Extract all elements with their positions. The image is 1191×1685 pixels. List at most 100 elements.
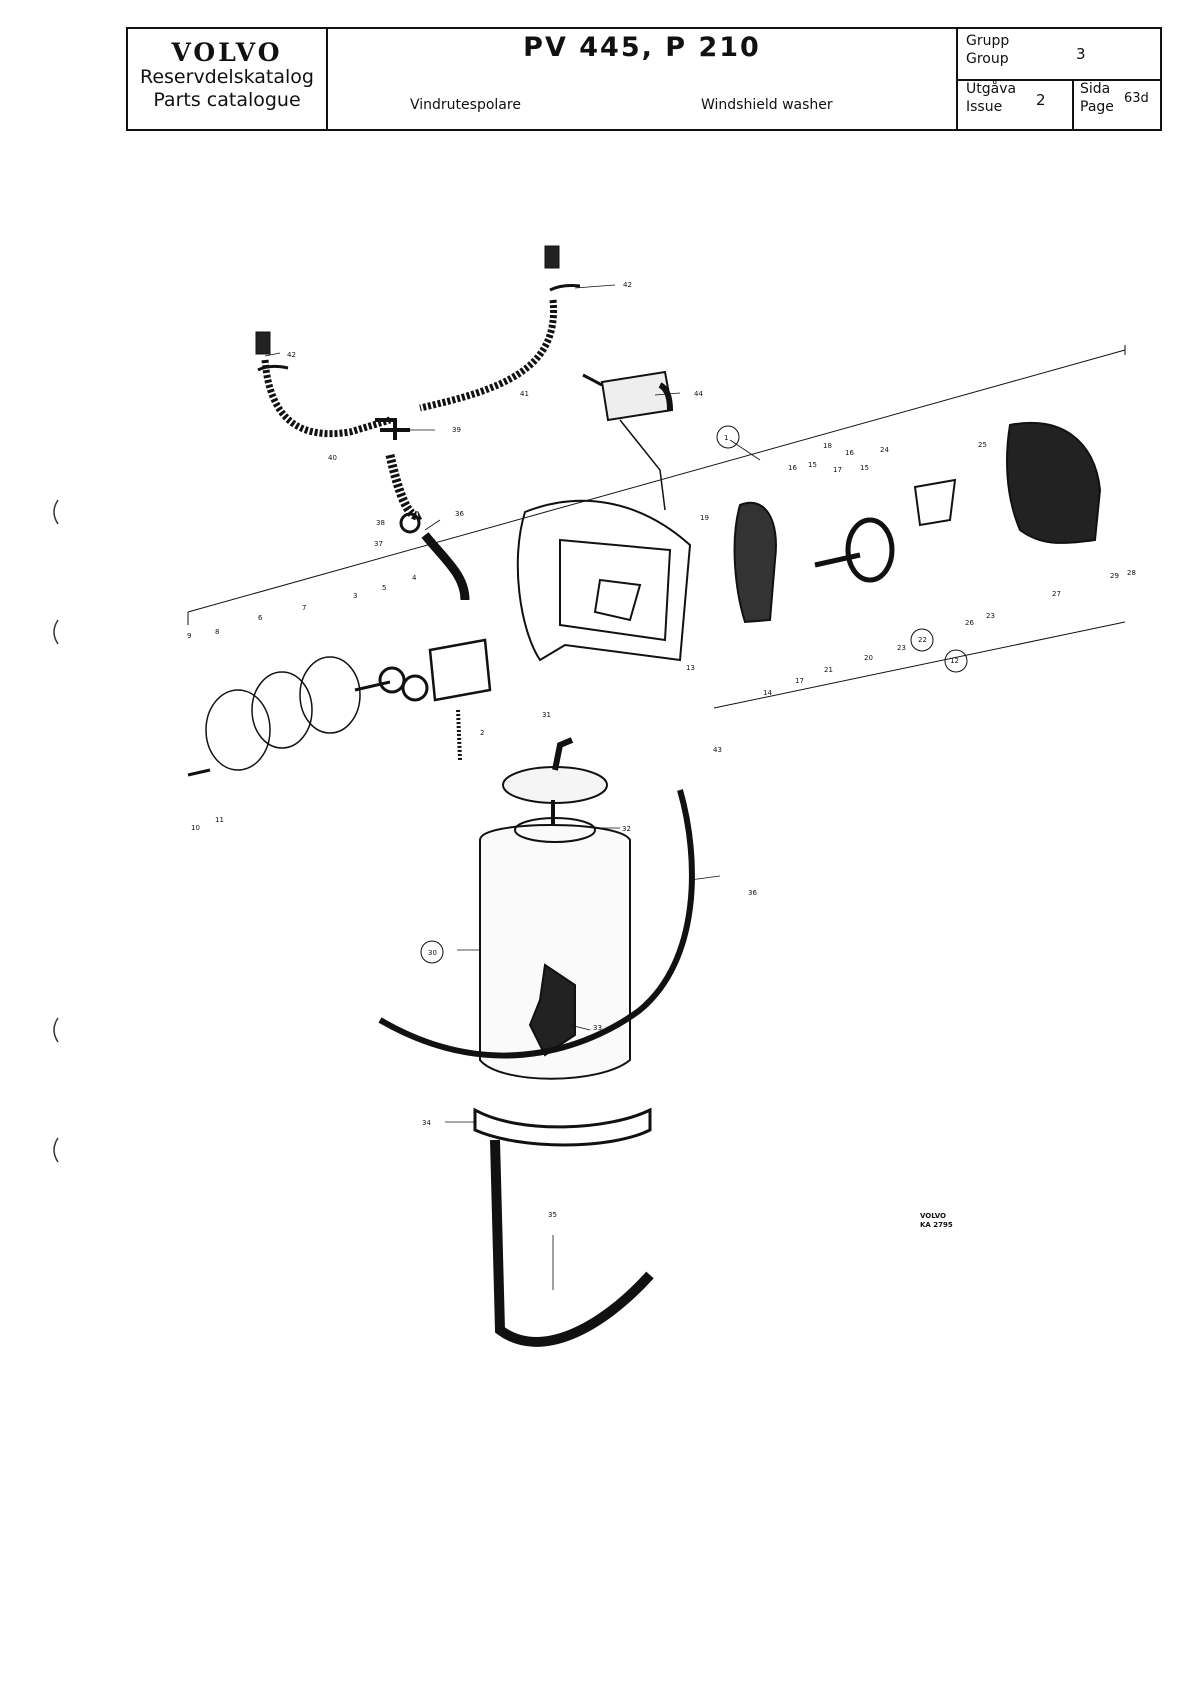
page-label-en: Page xyxy=(1080,99,1114,115)
callout-41: 41 xyxy=(520,390,529,398)
callout-11: 11 xyxy=(215,816,224,824)
hose-36-lower xyxy=(421,532,470,601)
assembly-outline xyxy=(187,345,1126,709)
callout-5: 5 xyxy=(382,584,386,592)
volvo-logo: VOLVO xyxy=(171,38,283,67)
callout-7: 7 xyxy=(302,604,306,612)
callout-32: 32 xyxy=(622,825,631,833)
callout-16a: 16 xyxy=(788,464,797,472)
screw-3 xyxy=(354,680,391,692)
motor-housing-27 xyxy=(1006,421,1102,544)
bottle-neck xyxy=(514,817,596,843)
gear-5 xyxy=(378,666,406,694)
gasket-6 xyxy=(251,671,313,749)
callout-29: 29 xyxy=(1110,572,1119,580)
hose-nozzle-group xyxy=(255,245,581,601)
callout-17b: 17 xyxy=(795,677,804,685)
brush-holder-12 xyxy=(913,478,957,527)
callout-22: 22 xyxy=(918,636,927,644)
callout-20: 20 xyxy=(864,654,873,662)
callout-18: 18 xyxy=(823,442,832,450)
callout-42a: 42 xyxy=(287,351,296,359)
issue-page-divider xyxy=(1072,79,1074,129)
screw-10 xyxy=(187,768,211,777)
motor-parts xyxy=(733,421,1102,624)
catalog-title-sv: Reservdelskatalog xyxy=(140,66,314,88)
callout-42b: 42 xyxy=(623,281,632,289)
callout-39: 39 xyxy=(452,426,461,434)
catalog-title-en: Parts catalogue xyxy=(153,89,301,111)
callout-4: 4 xyxy=(412,574,417,582)
issue-label-sv: Utgåva xyxy=(966,81,1017,97)
callout-36a: 36 xyxy=(455,510,464,518)
callout-30: 30 xyxy=(428,949,437,957)
cap-31 xyxy=(502,766,608,804)
reservoir-30 xyxy=(378,737,695,1347)
group-label-sv: Grupp xyxy=(966,33,1010,49)
group-value: 3 xyxy=(1076,45,1086,63)
callout-17a: 17 xyxy=(833,466,842,474)
callout-31: 31 xyxy=(542,711,551,719)
field-coil-20 xyxy=(845,517,895,583)
callout-14: 14 xyxy=(763,689,772,697)
callout-35: 35 xyxy=(548,1211,557,1219)
nozzle-left xyxy=(255,331,271,355)
callout-36b: 36 xyxy=(748,889,757,897)
strap-34 xyxy=(473,1107,652,1147)
callout-6: 6 xyxy=(258,614,263,622)
callout-38: 38 xyxy=(376,519,385,527)
callout-13: 13 xyxy=(686,664,695,672)
grommet-38 xyxy=(399,512,421,534)
callout-33: 33 xyxy=(593,1024,602,1032)
callout-circles xyxy=(420,425,968,964)
callout-10: 10 xyxy=(191,824,200,832)
callout-8: 8 xyxy=(215,628,219,636)
callout-16b: 16 xyxy=(845,449,854,457)
gasket-7 xyxy=(299,656,361,734)
gear-4 xyxy=(401,674,429,702)
t-piece-39 xyxy=(375,418,410,440)
section-title-en: Windshield washer xyxy=(701,97,833,113)
callout-9: 9 xyxy=(187,632,191,640)
issue-value: 2 xyxy=(1036,91,1046,109)
callout-27: 27 xyxy=(1052,590,1061,598)
nozzle-right xyxy=(544,245,560,269)
nozzle-bracket-right xyxy=(549,284,581,292)
motor-end-cover-14 xyxy=(733,502,777,624)
leader-lines xyxy=(264,284,761,1290)
hose-36-upper xyxy=(385,454,423,521)
callout-28: 28 xyxy=(1127,569,1136,577)
armature-21 xyxy=(814,552,861,568)
callout-labels: 1 2 3 4 5 6 7 8 9 10 11 12 13 14 15 15 1… xyxy=(187,281,1136,1219)
issue-label-en: Issue xyxy=(966,99,1003,115)
page-label-sv: Sida xyxy=(1080,81,1111,97)
callout-3: 3 xyxy=(353,592,357,600)
callout-44: 44 xyxy=(694,390,703,398)
model-title: PV 445, P 210 xyxy=(523,32,761,63)
pump-parts xyxy=(187,638,492,777)
group-label-en: Group xyxy=(966,51,1009,67)
callout-24: 24 xyxy=(880,446,889,454)
bracket-13 xyxy=(516,499,692,662)
callout-43: 43 xyxy=(713,746,722,754)
shaft-spring xyxy=(456,709,462,761)
binder-marks xyxy=(53,499,59,1163)
cap-nipple xyxy=(552,737,574,771)
pump-housing-2 xyxy=(428,638,492,702)
brand-block: VOLVO Reservdelskatalog Parts catalogue xyxy=(128,29,328,129)
bracket-35 xyxy=(490,1139,654,1347)
hose-36-long xyxy=(378,789,695,1059)
gasket-8 xyxy=(205,689,271,771)
issue-page-cell: Utgåva Issue 2 Sida Page 63d xyxy=(958,79,1160,129)
callout-40: 40 xyxy=(328,454,337,462)
callout-23a: 23 xyxy=(897,644,906,652)
page-value: 63d xyxy=(1124,91,1149,106)
catalog-header: VOLVO Reservdelskatalog Parts catalogue … xyxy=(126,27,1162,131)
callout-15a: 15 xyxy=(808,461,817,469)
callout-23b: 23 xyxy=(986,612,995,620)
window-cutout xyxy=(528,963,576,1057)
callout-12: 12 xyxy=(950,657,959,665)
callout-2: 2 xyxy=(480,729,484,737)
info-block: Grupp Group 3 Utgåva Issue 2 Sida Page 6… xyxy=(958,29,1160,129)
callout-19: 19 xyxy=(700,514,709,522)
